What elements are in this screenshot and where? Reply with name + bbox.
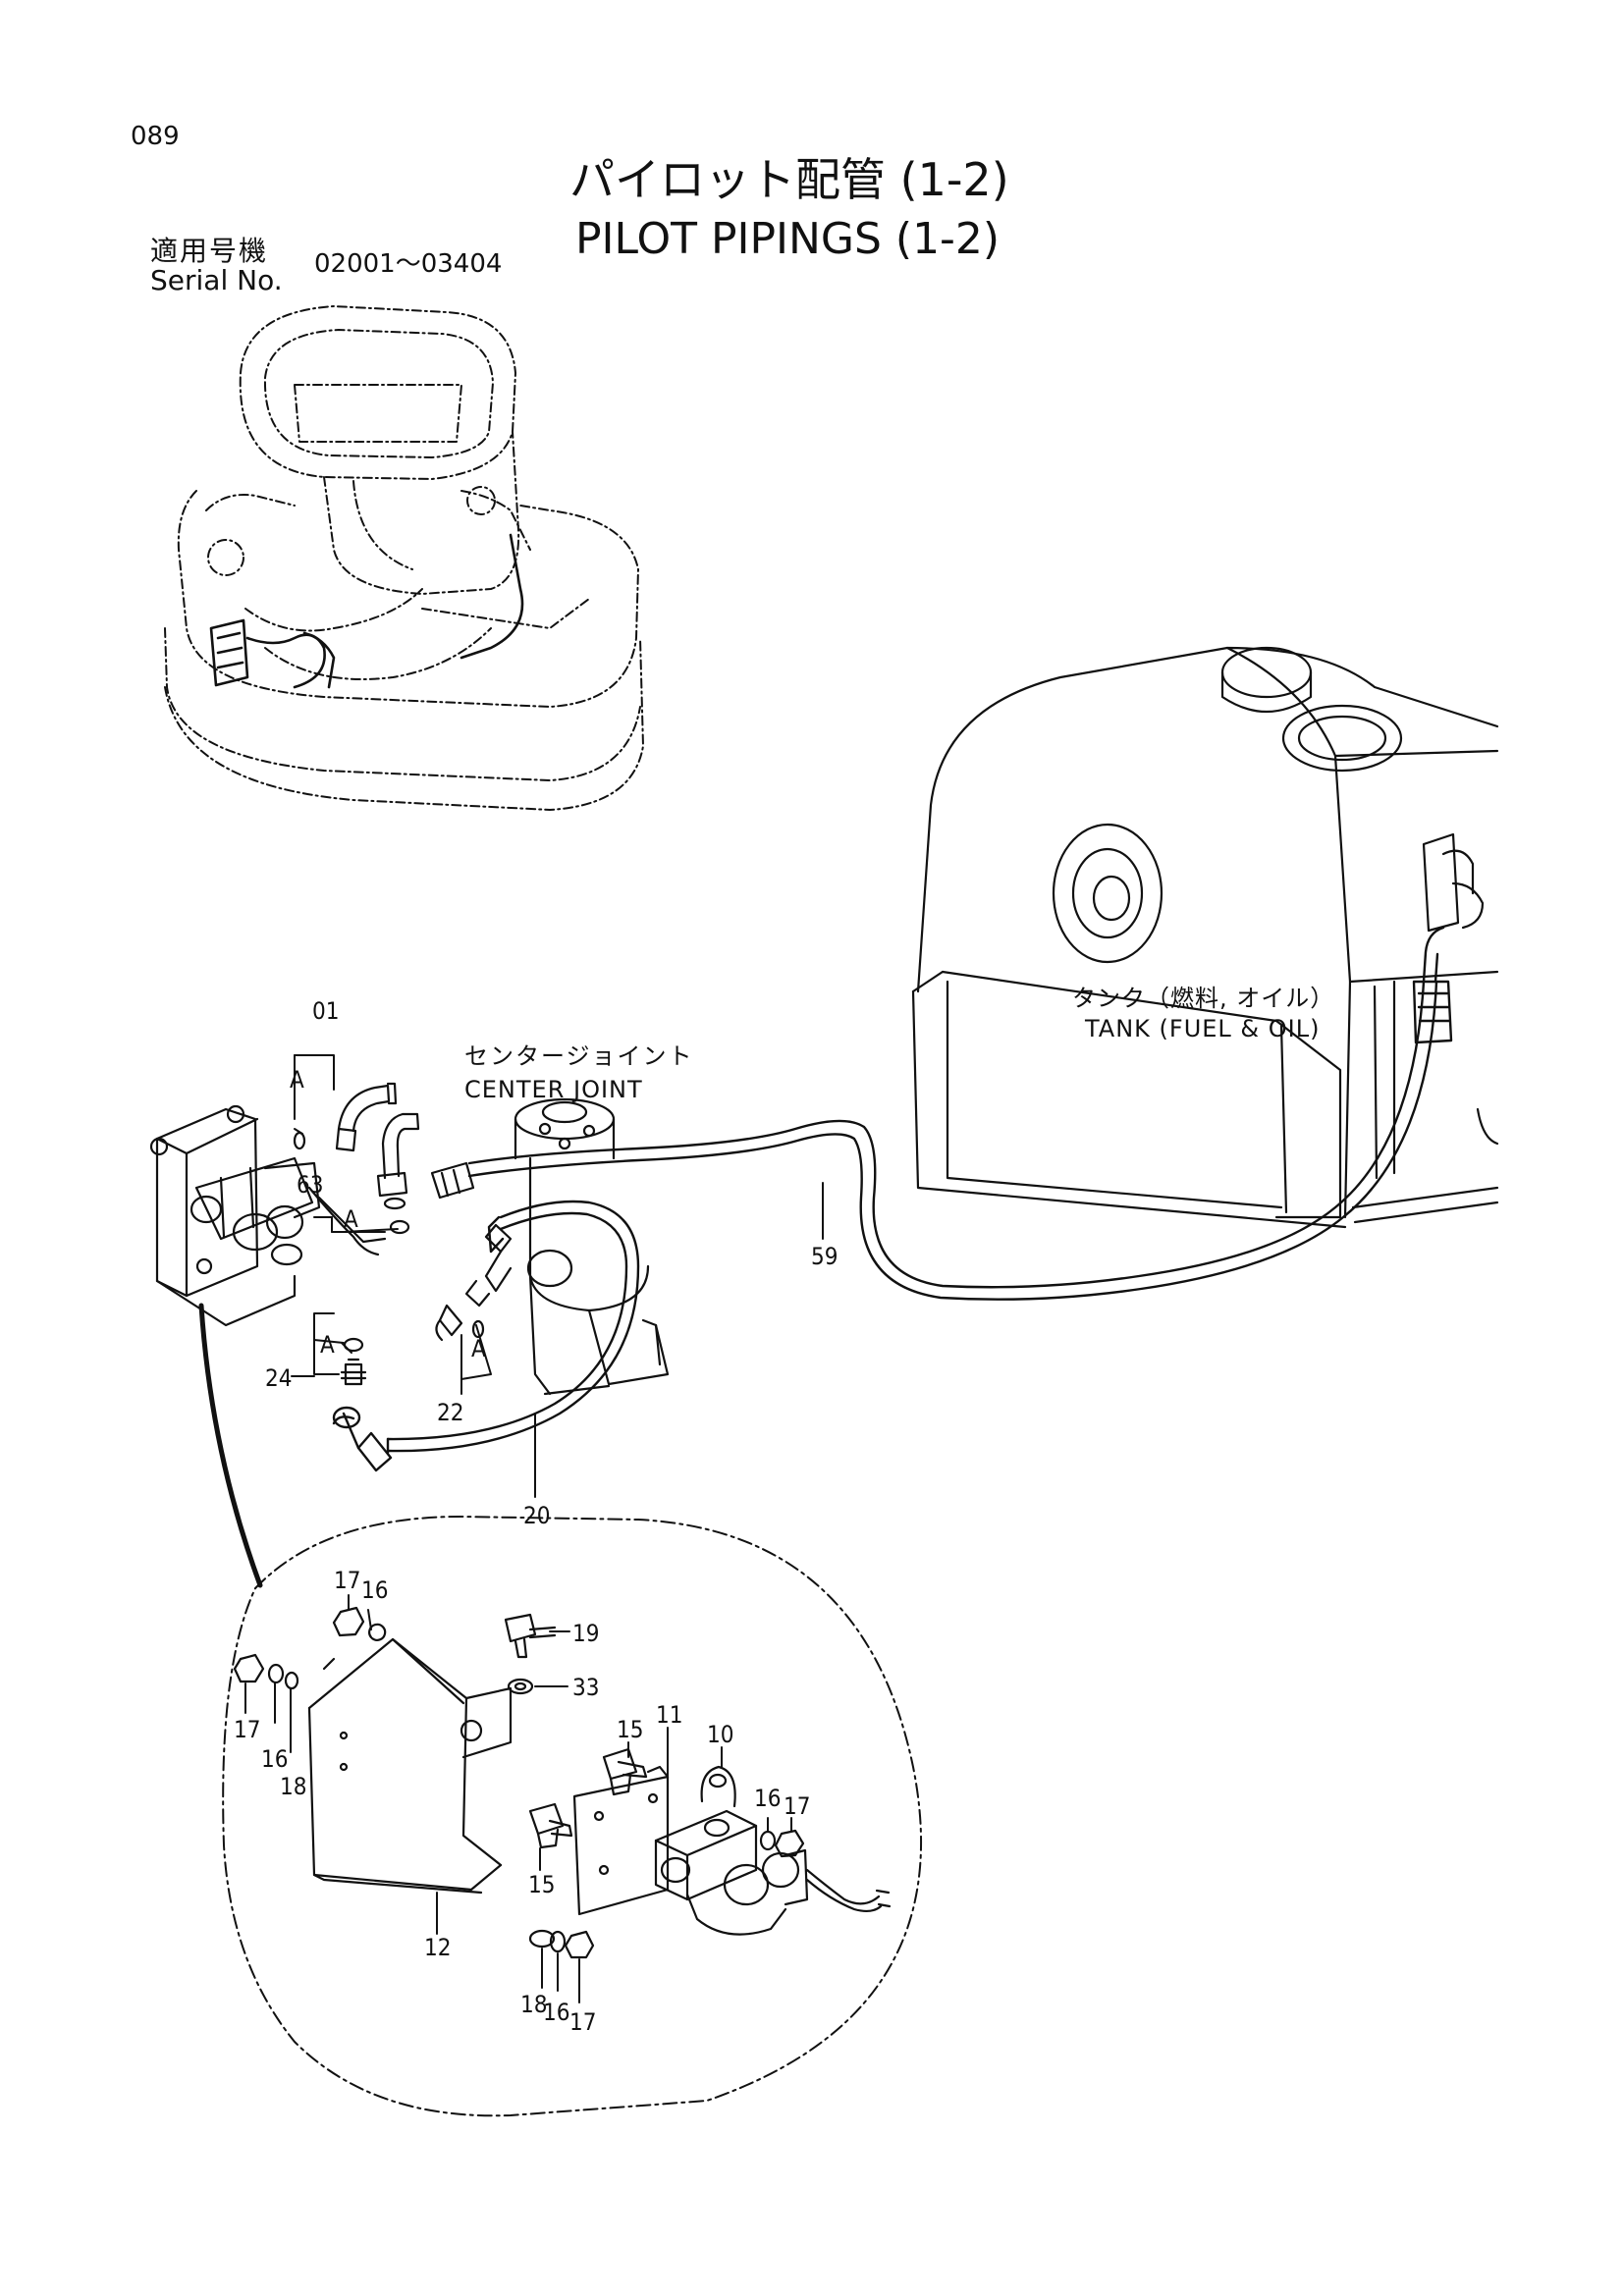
callout-leaders: [291, 1054, 824, 1498]
part-number-12: 12: [424, 1934, 452, 1961]
serial-label-english: Serial No.: [150, 264, 283, 296]
part-number-59: 59: [811, 1243, 839, 1270]
label-tank-japanese: タンク（燃料, オイル）: [1072, 985, 1335, 1012]
bracket-11: [572, 1765, 670, 1916]
part-number-33: 33: [572, 1674, 600, 1701]
label-tank-english: TANK (FUEL & OIL): [1085, 1015, 1321, 1042]
part-number-16: 16: [754, 1785, 782, 1812]
part-number-01: 01: [312, 997, 340, 1025]
label-center-joint-english: CENTER JOINT: [464, 1076, 643, 1103]
bracket-12: [307, 1637, 513, 1895]
part-number-19: 19: [572, 1620, 600, 1647]
part-01-elbow-fitting: [293, 1082, 398, 1152]
serial-range: 02001～03404: [314, 249, 503, 279]
label-center-joint-japanese: センタージョイント: [464, 1042, 694, 1070]
page-title-japanese: パイロット配管 (1-2): [569, 153, 1009, 206]
part-63-elbow-fitting: [376, 1112, 420, 1235]
center-joint: [514, 1097, 670, 1396]
reference-mark-a: A: [290, 1066, 304, 1094]
fittings-22: [430, 1161, 513, 1342]
page-number: 089: [131, 122, 180, 151]
solenoid-valve-assembly: [149, 1104, 387, 1327]
part-number-17: 17: [334, 1567, 361, 1594]
serial-label-japanese: 適用号機: [150, 235, 269, 267]
reference-mark-a: A: [471, 1335, 486, 1362]
detail-view-outline: [222, 1516, 923, 2117]
detail-fasteners: [233, 1606, 805, 1959]
hose-59: [467, 926, 1453, 1301]
machine-overview-illustration: [164, 305, 644, 811]
reference-mark-a: A: [344, 1205, 358, 1233]
part-number-63: 63: [297, 1171, 324, 1199]
part-number-20: 20: [523, 1502, 551, 1529]
part-number-22: 22: [437, 1399, 464, 1426]
part-number-16: 16: [261, 1745, 289, 1773]
part-number-16: 16: [543, 1999, 570, 2026]
machine-overview-valve-highlight: [209, 533, 524, 689]
part-number-17: 17: [784, 1792, 811, 1820]
detail-leaders: [244, 1594, 792, 2003]
part-number-18: 18: [520, 1991, 548, 2018]
part-number-24: 24: [265, 1364, 293, 1392]
part-number-16: 16: [361, 1576, 389, 1604]
part-number-17: 17: [234, 1716, 261, 1743]
part-number-15: 15: [528, 1871, 556, 1898]
detail-link-line: [198, 1303, 263, 1588]
part-number-18: 18: [280, 1773, 307, 1800]
part-number-11: 11: [656, 1701, 683, 1729]
tank-fuel-and-oil: [911, 646, 1499, 1229]
part-number-15: 15: [617, 1716, 644, 1743]
part-number-17: 17: [569, 2008, 597, 2036]
hose-20: [332, 1200, 640, 1472]
part-number-10: 10: [707, 1721, 734, 1748]
page-title-english: PILOT PIPINGS (1-2): [575, 214, 1001, 264]
solenoid-valve-10: [654, 1765, 892, 1936]
reference-mark-a: A: [320, 1331, 335, 1359]
